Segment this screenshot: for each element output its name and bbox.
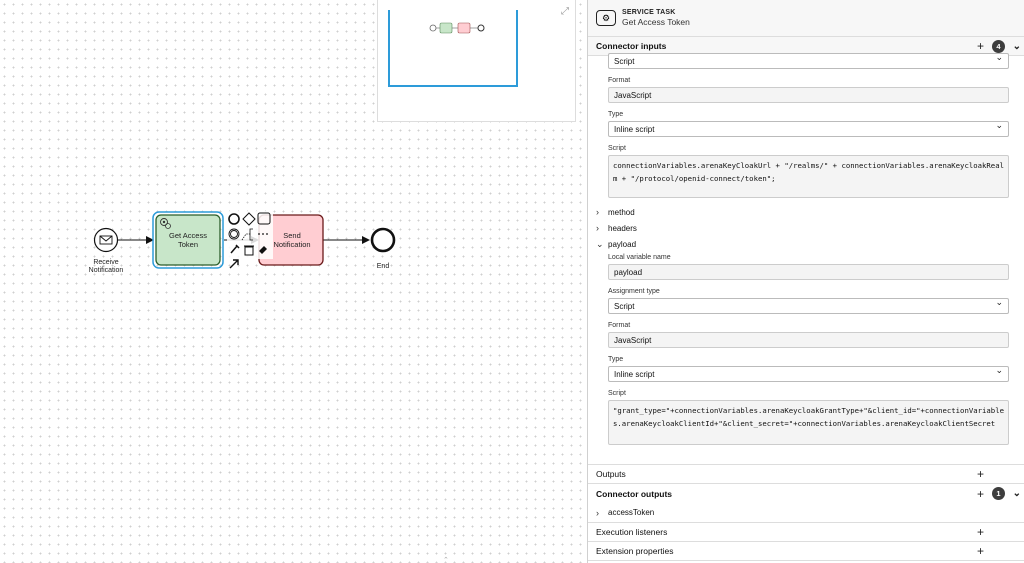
count-badge: 1: [992, 487, 1005, 500]
start-event-label-2: Notification: [89, 267, 124, 274]
local-variable-label: Local variable name: [608, 254, 671, 261]
trash-icon[interactable]: [244, 246, 254, 256]
input-item-label: payload: [608, 239, 637, 249]
assignment-type-label: Assignment type: [608, 288, 660, 295]
output-item-access-token[interactable]: › accessToken: [588, 503, 1024, 523]
task-label-line-2: Token: [178, 240, 198, 249]
chevron-down-icon[interactable]: ⌄: [1012, 488, 1021, 499]
task-label-line-1: Send: [283, 231, 301, 240]
chevron-down-icon[interactable]: ⌄: [1012, 40, 1021, 52]
assignment-type-select[interactable]: Script: [608, 52, 1009, 69]
format-label: Format: [608, 77, 631, 84]
start-event[interactable]: [93, 227, 119, 253]
color-picker-icon[interactable]: [259, 246, 267, 254]
format-label: Format: [608, 322, 631, 329]
type-select[interactable]: Inline script: [608, 365, 1009, 382]
type-label: Type: [608, 356, 624, 363]
start-event-label-1: Receive: [93, 259, 118, 266]
input-item-label: headers: [608, 223, 637, 233]
panel-collapse-icon[interactable]: ⌃: [443, 556, 449, 563]
add-icon[interactable]: +: [976, 525, 984, 539]
script-label: Script: [608, 145, 626, 152]
add-icon[interactable]: +: [976, 544, 984, 558]
bpmn-canvas[interactable]: ⤢ Receive Notification: [0, 0, 588, 563]
type-label: Type: [608, 111, 624, 118]
output-item-label: accessToken: [608, 508, 655, 517]
task-label-line-1: Get Access: [169, 231, 207, 240]
group-extension-properties[interactable]: Extension properties +: [588, 542, 1024, 561]
envelope-icon: [99, 235, 113, 245]
input-item-headers[interactable]: › headers: [588, 220, 1024, 236]
wrench-icon[interactable]: [230, 244, 240, 254]
script-textarea[interactable]: connectionVariables.arenaKeyCloakUrl + "…: [608, 155, 1009, 198]
group-title: Extension properties: [596, 546, 674, 556]
group-title: Execution listeners: [596, 527, 668, 537]
group-title: Outputs: [596, 469, 626, 479]
format-field[interactable]: JavaScript: [608, 332, 1009, 348]
script-label: Script: [608, 390, 626, 397]
group-connector-outputs[interactable]: Connector outputs + 1 ⌄: [588, 484, 1024, 503]
append-end-event-icon[interactable]: [228, 213, 240, 225]
add-icon[interactable]: +: [976, 39, 984, 53]
panel-header: ⚙ SERVICE TASK Get Access Token: [588, 0, 1024, 37]
input-item-payload[interactable]: ⌄ payload: [588, 236, 1024, 252]
group-outputs[interactable]: Outputs +: [588, 465, 1024, 484]
append-gateway-icon[interactable]: [242, 212, 256, 226]
chevron-right-icon: ›: [596, 507, 599, 518]
minimap-preview: [429, 22, 485, 34]
end-event[interactable]: [370, 227, 396, 253]
chevron-down-icon: ⌄: [596, 238, 604, 249]
script-textarea[interactable]: "grant_type="+connectionVariables.arenaK…: [608, 400, 1009, 445]
append-intermediate-event-icon[interactable]: [228, 228, 240, 240]
group-title: Connector inputs: [596, 41, 667, 51]
group-execution-listeners[interactable]: Execution listeners +: [588, 523, 1024, 542]
chevron-right-icon: ›: [596, 207, 599, 217]
add-icon[interactable]: +: [976, 467, 984, 481]
more-options-icon[interactable]: [258, 233, 260, 235]
minimap[interactable]: ⤢: [377, 0, 576, 122]
service-task-icon: ⚙: [596, 10, 616, 26]
chevron-right-icon: ›: [596, 223, 599, 233]
end-event-label: End: [377, 263, 390, 270]
context-pad[interactable]: [227, 211, 273, 269]
gear-icon: [160, 218, 171, 229]
connect-arrow-icon[interactable]: [229, 259, 239, 269]
append-task-icon[interactable]: [257, 212, 271, 225]
format-field[interactable]: JavaScript: [608, 87, 1009, 103]
text-annotation-icon[interactable]: [241, 233, 251, 241]
expand-icon[interactable]: ⤢: [561, 6, 569, 17]
input-item-method[interactable]: › method: [588, 204, 1024, 220]
minimap-viewport[interactable]: [388, 10, 518, 87]
task-get-access-token[interactable]: Get Access Token: [152, 211, 224, 269]
group-title: Connector outputs: [596, 488, 673, 499]
input-item-label: method: [608, 207, 635, 217]
task-label-line-2: Notification: [273, 240, 310, 249]
count-badge: 4: [992, 39, 1005, 53]
task-send-notification[interactable]: Send Notification: [258, 214, 324, 266]
assignment-type-select[interactable]: Script: [608, 297, 1009, 314]
element-type: SERVICE TASK: [622, 9, 676, 16]
local-variable-field[interactable]: payload: [608, 264, 1009, 280]
type-select[interactable]: Inline script: [608, 120, 1009, 137]
properties-panel: ⚙ SERVICE TASK Get Access Token Connecto…: [587, 0, 1024, 563]
element-name: Get Access Token: [622, 17, 690, 27]
add-icon[interactable]: +: [976, 486, 984, 501]
